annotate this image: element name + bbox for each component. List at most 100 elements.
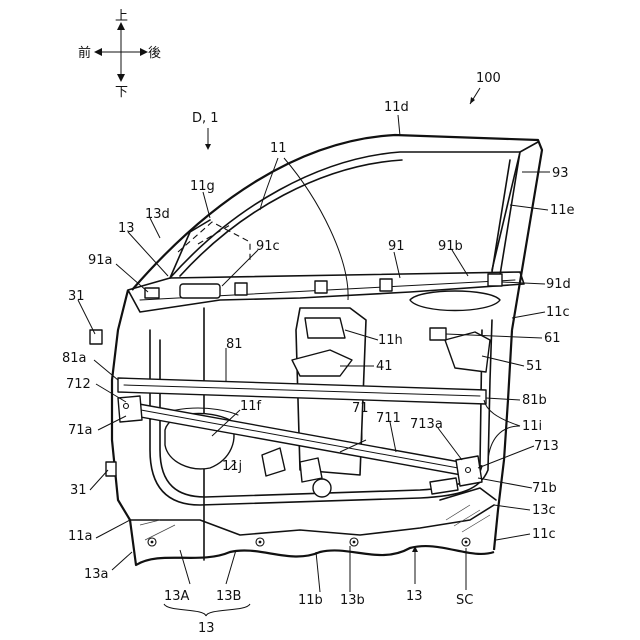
label-71b: 71b: [532, 481, 557, 496]
regulator-block: [300, 458, 322, 482]
leader-13-top: [128, 232, 168, 276]
label-81a: 81a: [62, 351, 87, 366]
screws: [148, 538, 470, 546]
leader-91c: [222, 250, 258, 286]
leader-51: [482, 356, 524, 366]
sash-inner-line-2: [180, 160, 402, 276]
label-13b: 13b: [340, 593, 365, 608]
label-713a: 713a: [410, 417, 443, 432]
label-91b: 91b: [438, 239, 463, 254]
clip-91a: [145, 288, 159, 298]
leader-13a: [112, 552, 132, 570]
part-61: [430, 328, 446, 340]
leader-11b: [316, 552, 320, 592]
regulator-bracket: [305, 318, 345, 338]
label-712: 712: [66, 377, 91, 392]
hinge-lower: [106, 462, 116, 476]
label-91d: 91d: [546, 277, 571, 292]
hinge-upper: [90, 330, 102, 344]
bracket-712-bolt: [124, 404, 129, 409]
label-11b: 11b: [298, 593, 323, 608]
label-11d: 11d: [384, 100, 409, 115]
label-11g: 11g: [190, 179, 215, 194]
direction-up-label: 上: [115, 9, 128, 24]
label-711: 711: [376, 411, 401, 426]
label-13-bottom-mid: 13: [406, 589, 423, 604]
direction-front-label: 前: [78, 45, 91, 61]
label-71a: 71a: [68, 423, 93, 438]
leader-71b: [478, 478, 532, 488]
clip-a: [235, 283, 247, 295]
leader-31-top: [78, 300, 95, 334]
label-71: 71: [352, 401, 369, 416]
leader-11c-top: [512, 312, 545, 318]
label-11: 11: [270, 141, 287, 156]
front-lower-hatching: [140, 520, 175, 540]
leader-11-a: [260, 158, 278, 210]
label-13A: 13A: [164, 589, 190, 604]
label-d1: D, 1: [192, 111, 219, 126]
rear-arrowhead: [140, 48, 148, 56]
label-11c-top: 11c: [546, 305, 570, 320]
leader-11c-bottom: [496, 534, 530, 540]
leader-13A: [180, 550, 190, 584]
label-11i: 11i: [522, 419, 542, 434]
part-51: [445, 332, 490, 372]
label-11f: 11f: [240, 399, 262, 414]
label-51: 51: [526, 359, 543, 374]
sash-inner-line: [170, 152, 520, 278]
clip-c: [380, 279, 392, 291]
label-11e: 11e: [550, 203, 575, 218]
leader-11a: [96, 520, 130, 538]
label-100: 100: [476, 71, 501, 86]
part-41: [292, 350, 352, 376]
direction-down-label: 下: [115, 85, 128, 100]
clip-91d: [488, 274, 502, 286]
label-91a: 91a: [88, 253, 113, 268]
leader-81b: [486, 398, 520, 400]
label-713: 713: [534, 439, 559, 454]
door-handle-recess: [410, 291, 500, 311]
leader-713: [478, 446, 534, 468]
bracket-91c: [180, 284, 220, 298]
direction-rear-label: 後: [148, 46, 161, 61]
label-31-top: 31: [68, 289, 85, 304]
front-arrowhead: [94, 48, 102, 56]
bottom-edge: [130, 520, 494, 565]
label-81b: 81b: [522, 393, 547, 408]
label-91c: 91c: [256, 239, 280, 254]
leader-713a: [438, 428, 462, 460]
leader-11e: [510, 205, 548, 210]
label-13-bottom: 13: [198, 621, 215, 636]
direction-indicator: 上 下 前 後: [78, 9, 161, 100]
lower-skirt-line: [130, 505, 494, 535]
label-13a: 13a: [84, 567, 109, 582]
group-brace-13: [164, 604, 250, 616]
leader-11h: [345, 330, 378, 340]
leader-13B: [226, 550, 236, 584]
bracket-713a: [430, 478, 458, 494]
leader-711: [390, 422, 396, 452]
rear-lower-hatching: [446, 505, 490, 532]
down-arrowhead: [117, 74, 125, 82]
label-61: 61: [544, 331, 561, 346]
label-11j: 11j: [222, 459, 242, 474]
rear-pillar: [492, 142, 538, 275]
label-11a: 11a: [68, 529, 93, 544]
label-93: 93: [552, 166, 569, 181]
label-41: 41: [376, 359, 393, 374]
clip-b: [315, 281, 327, 293]
label-13d: 13d: [145, 207, 170, 222]
regulator-drum: [313, 479, 331, 497]
leader-31-bottom: [90, 470, 108, 490]
belt-reinforcement: [128, 272, 524, 312]
label-11c-bottom: 11c: [532, 527, 556, 542]
label-31-bottom: 31: [70, 483, 87, 498]
label-91: 91: [388, 239, 405, 254]
leader-11g: [203, 192, 210, 218]
regulator-motor: [262, 448, 285, 476]
label-13-top: 13: [118, 221, 135, 236]
leader-11d: [398, 115, 400, 136]
beam-81: [118, 378, 486, 404]
